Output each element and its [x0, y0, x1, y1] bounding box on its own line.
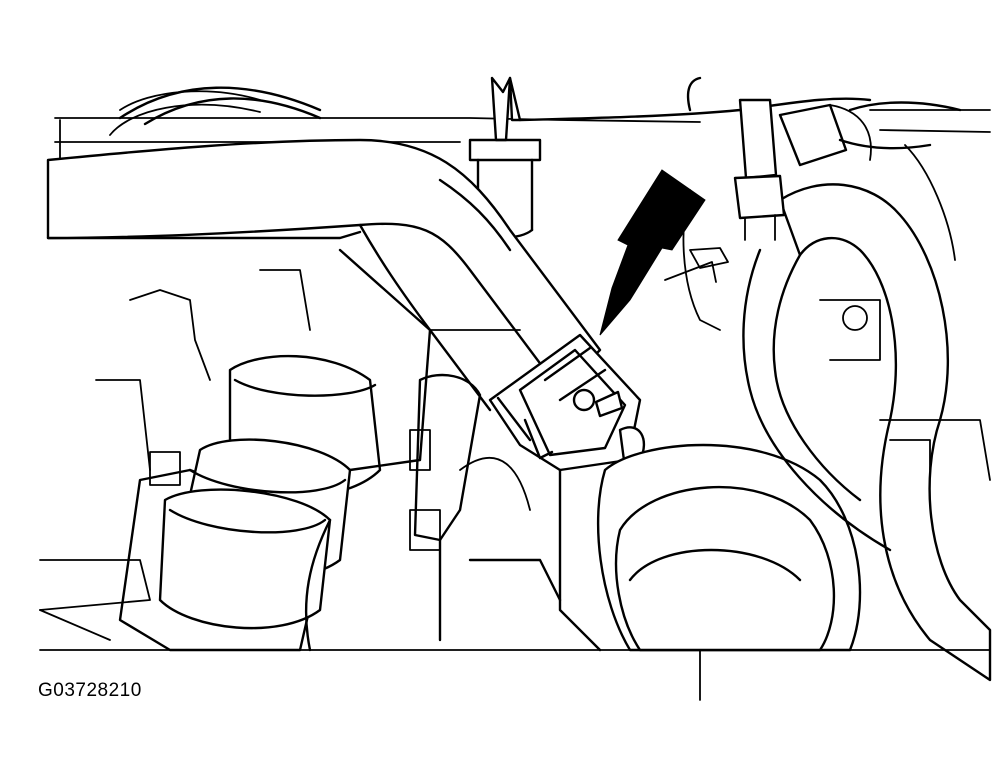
- sensor-connector: [488, 333, 646, 472]
- hoses-right: [742, 183, 992, 682]
- coolant-pipe-left: [118, 354, 382, 652]
- bottom-edge: [39, 649, 991, 701]
- upper-radiator-hose: [46, 138, 602, 412]
- coolant-pipe-right: [468, 443, 862, 652]
- center-bracket: [338, 248, 531, 642]
- top-right-connectors: [518, 76, 962, 331]
- figure-id-label: G03728210: [38, 680, 142, 701]
- pointer-arrow: [599, 169, 706, 336]
- lower-left-panel: [39, 269, 311, 641]
